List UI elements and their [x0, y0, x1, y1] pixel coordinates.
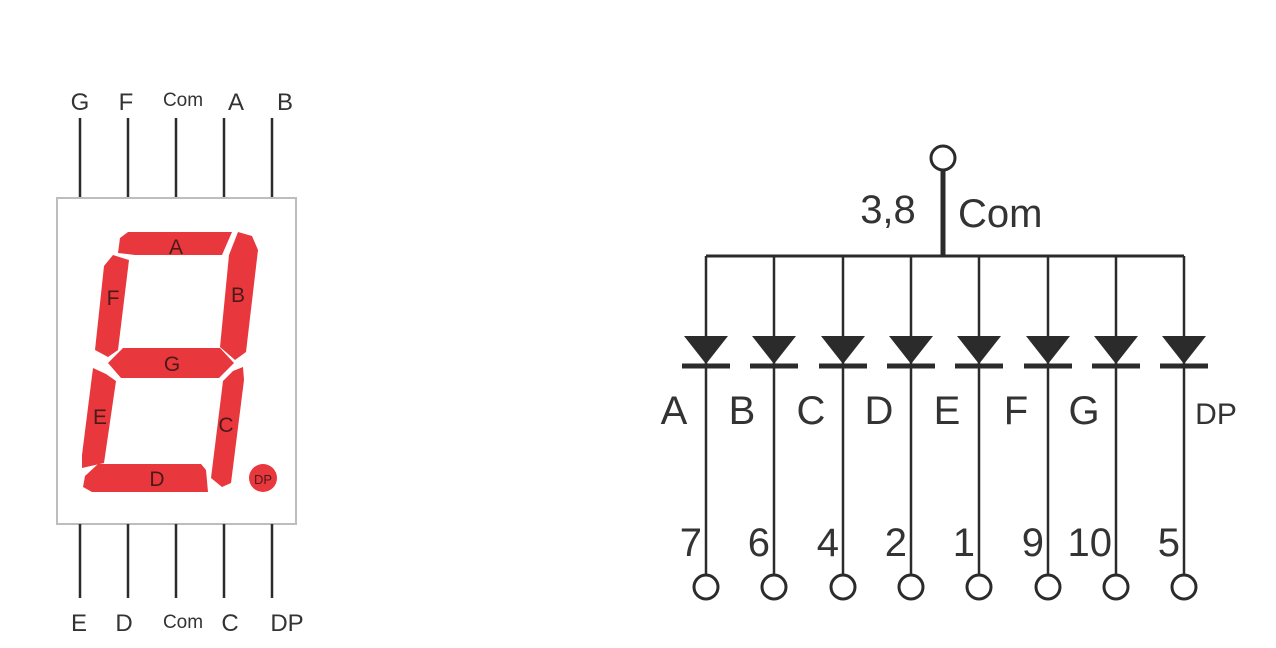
pin-terminal [692, 573, 720, 601]
segment-b [220, 232, 258, 360]
diode-channel-dp: DP 5 [1158, 256, 1237, 601]
segment-label: DP [1195, 398, 1237, 431]
pin-terminal [829, 573, 857, 601]
diode-channel-c: C4 [797, 256, 867, 601]
diode-channel-f: F9 [1004, 256, 1072, 601]
segment-label: B [729, 389, 756, 433]
top-pin-label: Com [163, 90, 203, 111]
diode-symbol [752, 336, 796, 364]
segment-label: C [797, 389, 826, 433]
bottom-pin-label: E [71, 610, 87, 637]
pin-number: 2 [885, 521, 907, 565]
pin-terminal [1034, 573, 1062, 601]
top-pin-label: G [71, 89, 90, 116]
pin-terminal [760, 573, 788, 601]
segment-e [82, 368, 116, 468]
diode-symbol [1094, 336, 1138, 364]
segment-label-dp: DP [254, 472, 272, 487]
pin-terminal [965, 573, 993, 601]
segment-g [108, 348, 234, 378]
pin-number: 4 [817, 521, 839, 565]
top-pin-labels: G F Com A B [71, 89, 293, 116]
bottom-pins [78, 524, 274, 598]
segment-c [211, 367, 244, 487]
diode-symbol [821, 336, 865, 364]
pin-number: 7 [680, 521, 702, 565]
segment-label: F [1004, 389, 1028, 433]
bottom-pin-label: C [221, 610, 238, 637]
segment-label-g: G [164, 353, 180, 376]
diode-symbol [957, 336, 1001, 364]
segment-label: E [934, 389, 961, 433]
pin-terminal [1170, 573, 1198, 601]
segment-label-d: D [149, 468, 164, 491]
display-package: G F Com A B A B F G E C D DP [56, 89, 304, 637]
diode-channel-e: E1 [934, 256, 1003, 601]
pin-terminal [897, 573, 925, 601]
segment-d [83, 464, 208, 492]
diode-symbol [684, 336, 728, 364]
bottom-pin-label: DP [270, 610, 303, 637]
diode-symbol [1026, 336, 1070, 364]
common-pin-numbers: 3,8 [860, 188, 916, 232]
segments [82, 232, 277, 492]
top-pin-label: B [277, 89, 293, 116]
segment-label: G [1068, 389, 1099, 433]
bottom-pin-labels: E D Com C DP [71, 610, 304, 637]
diode-channel-b: B6 [729, 256, 798, 601]
pin-number: 10 [1068, 521, 1113, 565]
diode-channel-d: D2 [865, 256, 935, 601]
segment-label: A [661, 389, 688, 433]
segment-label-b: B [231, 284, 245, 307]
common-terminal [929, 144, 957, 172]
diode-symbol [889, 336, 933, 364]
top-pin-label: A [228, 89, 244, 116]
pin-number: 6 [748, 521, 770, 565]
segment-dp [249, 464, 277, 492]
pin-terminal [1102, 573, 1130, 601]
segment-label-a: A [169, 236, 183, 259]
top-pin-label: F [119, 89, 134, 116]
segment-label: D [865, 389, 894, 433]
common-label: Com [958, 192, 1042, 236]
pin-number: 9 [1022, 521, 1044, 565]
top-pins [78, 118, 274, 198]
bottom-pin-label: Com [163, 612, 203, 633]
pin-number: 5 [1158, 521, 1180, 565]
segment-label-e: E [93, 406, 107, 429]
diode-symbol [1162, 336, 1206, 364]
segment-a [118, 232, 232, 255]
segment-label-f: F [107, 287, 120, 310]
segment-labels: A B F G E C D DP [93, 236, 272, 491]
pin-number: 1 [953, 521, 975, 565]
segment-label-c: C [218, 414, 233, 437]
diode-channel-a: A7 [661, 256, 730, 601]
diode-channel-g: G 10 [1068, 256, 1140, 601]
bottom-pin-label: D [115, 610, 132, 637]
segment-f [95, 255, 129, 357]
